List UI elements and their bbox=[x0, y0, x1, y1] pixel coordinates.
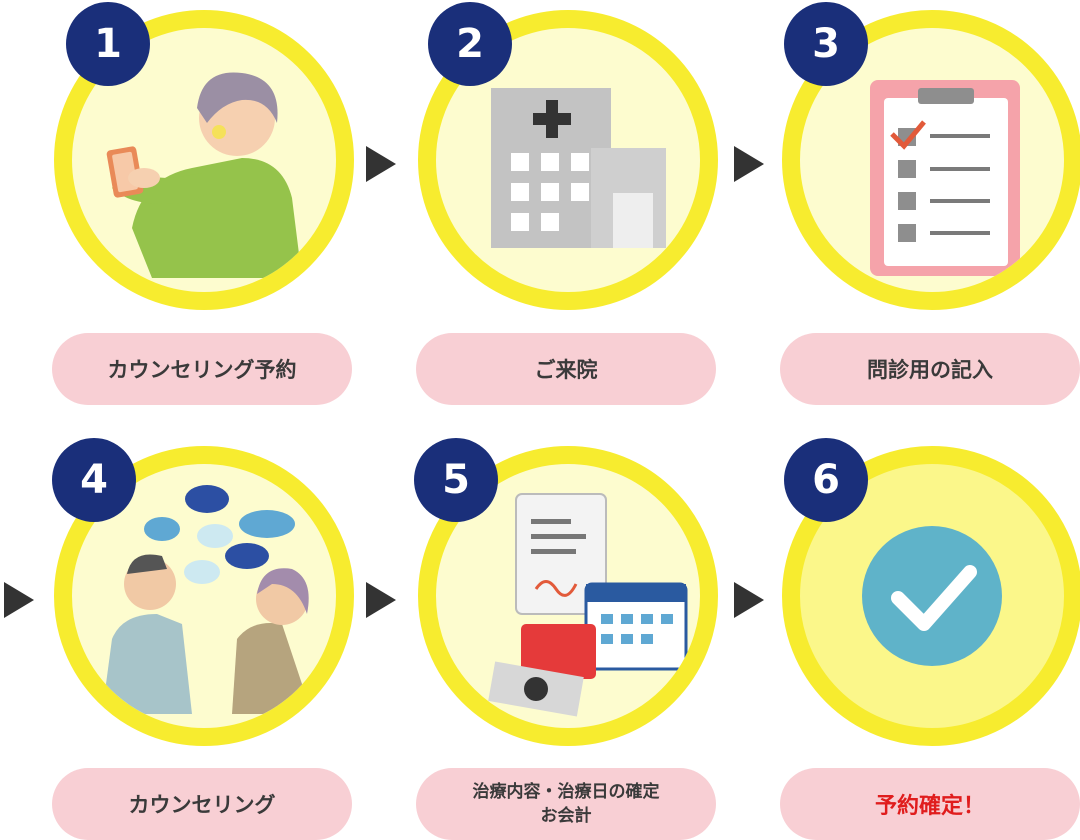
step-label: カウンセリング予約 bbox=[52, 333, 352, 405]
hospital-building-icon bbox=[491, 88, 666, 248]
doctor-patient-consultation-icon bbox=[102, 485, 312, 714]
step-label: 治療内容・治療日の確定 お会計 bbox=[416, 768, 716, 840]
step-number-badge: 2 bbox=[428, 2, 512, 86]
step-label-line-1: 治療内容・治療日の確定 bbox=[472, 782, 660, 802]
step-number-badge: 1 bbox=[66, 2, 150, 86]
smartphone-booking-icon bbox=[106, 72, 302, 278]
arrow-right-icon bbox=[734, 582, 764, 618]
arrow-right-icon bbox=[734, 146, 764, 182]
step-number-badge: 6 bbox=[784, 438, 868, 522]
medical-questionnaire-icon bbox=[870, 80, 1020, 276]
step-label: ご来院 bbox=[416, 333, 716, 405]
step-number-badge: 5 bbox=[414, 438, 498, 522]
step-number-badge: 4 bbox=[52, 438, 136, 522]
step-3-circle bbox=[782, 10, 1080, 310]
step-label: カウンセリング bbox=[52, 768, 352, 840]
arrow-right-icon bbox=[4, 582, 34, 618]
arrow-right-icon bbox=[366, 582, 396, 618]
step-number-badge: 3 bbox=[784, 2, 868, 86]
step-label: 問診用の記入 bbox=[780, 333, 1080, 405]
step-label: 予約確定！ bbox=[780, 768, 1080, 840]
arrow-right-icon bbox=[366, 146, 396, 182]
checkmark-icon bbox=[862, 526, 1002, 666]
step-label-line-2: お会計 bbox=[540, 806, 592, 826]
payment-calendar-icon bbox=[488, 493, 688, 717]
